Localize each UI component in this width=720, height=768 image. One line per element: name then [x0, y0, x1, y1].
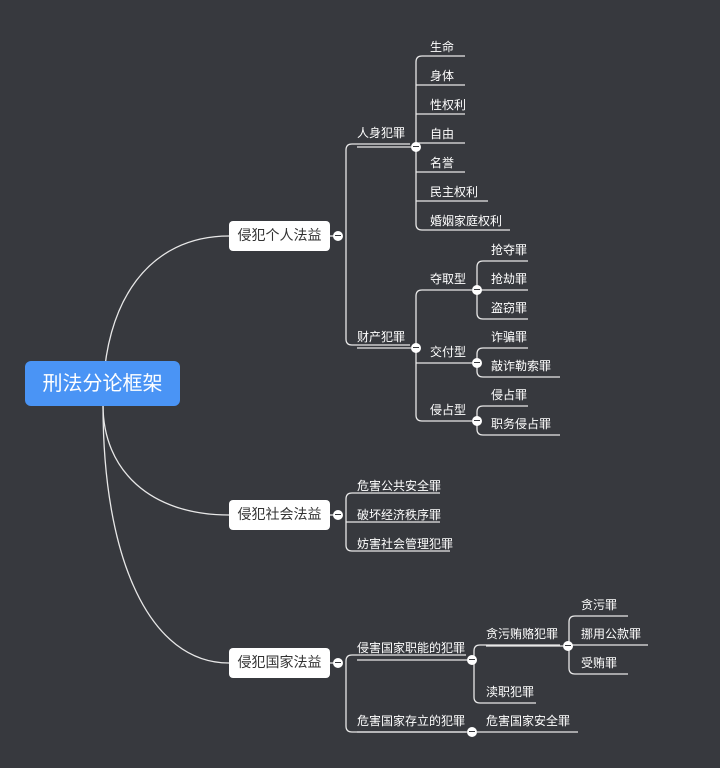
- collapse-toggle-icon[interactable]: [333, 231, 343, 241]
- node-deliver-type[interactable]: 交付型: [430, 345, 467, 359]
- leaf-misappropriation[interactable]: 挪用公款罪: [581, 627, 642, 641]
- leaf-embezzlement[interactable]: 侵占罪: [491, 388, 528, 402]
- leaf-snatching[interactable]: 抢夺罪: [491, 243, 528, 257]
- node-state-existence[interactable]: 危害国家存立的犯罪: [357, 714, 466, 728]
- node-occupy-type[interactable]: 侵占型: [430, 403, 467, 417]
- leaf-freedom[interactable]: 自由: [430, 127, 455, 141]
- leaf-body[interactable]: 身体: [430, 69, 455, 83]
- node-state[interactable]: 侵犯国家法益: [229, 648, 330, 678]
- node-social[interactable]: 侵犯社会法益: [229, 500, 330, 530]
- leaf-fraud[interactable]: 诈骗罪: [491, 330, 528, 344]
- leaf-extortion[interactable]: 敲诈勒索罪: [491, 359, 552, 373]
- collapse-toggle-icon[interactable]: [411, 142, 421, 152]
- collapse-toggle-icon[interactable]: [472, 416, 482, 426]
- leaf-democratic-rights[interactable]: 民主权利: [430, 185, 479, 199]
- collapse-toggle-icon[interactable]: [333, 658, 343, 668]
- leaf-marriage-rights[interactable]: 婚姻家庭权利: [430, 214, 503, 228]
- leaf-bribery[interactable]: 受贿罪: [581, 656, 618, 670]
- leaf-theft[interactable]: 盗窃罪: [491, 301, 528, 315]
- collapse-toggle-icon[interactable]: [472, 358, 482, 368]
- collapse-toggle-icon[interactable]: [467, 655, 477, 665]
- collapse-toggle-icon[interactable]: [467, 727, 477, 737]
- node-seize-type[interactable]: 夺取型: [430, 272, 467, 286]
- leaf-public-safety[interactable]: 危害公共安全罪: [357, 479, 442, 493]
- leaf-social-management[interactable]: 妨害社会管理犯罪: [357, 537, 454, 551]
- leaf-robbery[interactable]: 抢劫罪: [491, 272, 528, 286]
- node-state-functions[interactable]: 侵害国家职能的犯罪: [357, 641, 466, 655]
- leaf-reputation[interactable]: 名誉: [430, 156, 455, 170]
- leaf-economic-order[interactable]: 破坏经济秩序罪: [357, 508, 442, 522]
- collapse-toggle-icon[interactable]: [472, 285, 482, 295]
- leaf-life[interactable]: 生命: [430, 40, 455, 54]
- leaf-job-embezzlement[interactable]: 职务侵占罪: [491, 417, 552, 431]
- leaf-sexual-rights[interactable]: 性权利: [430, 98, 467, 112]
- collapse-toggle-icon[interactable]: [411, 343, 421, 353]
- node-corruption[interactable]: 贪污贿赂犯罪: [486, 627, 559, 641]
- leaf-state-security[interactable]: 危害国家安全罪: [486, 714, 571, 728]
- collapse-toggle-icon[interactable]: [333, 510, 343, 520]
- leaf-dereliction[interactable]: 渎职犯罪: [486, 685, 535, 699]
- leaf-graft[interactable]: 贪污罪: [581, 598, 618, 612]
- collapse-toggle-icon[interactable]: [563, 641, 573, 651]
- node-person-crime[interactable]: 人身犯罪: [357, 126, 406, 140]
- root-node[interactable]: 刑法分论框架: [25, 361, 180, 406]
- node-property-crime[interactable]: 财产犯罪: [357, 330, 406, 344]
- node-personal[interactable]: 侵犯个人法益: [229, 221, 330, 251]
